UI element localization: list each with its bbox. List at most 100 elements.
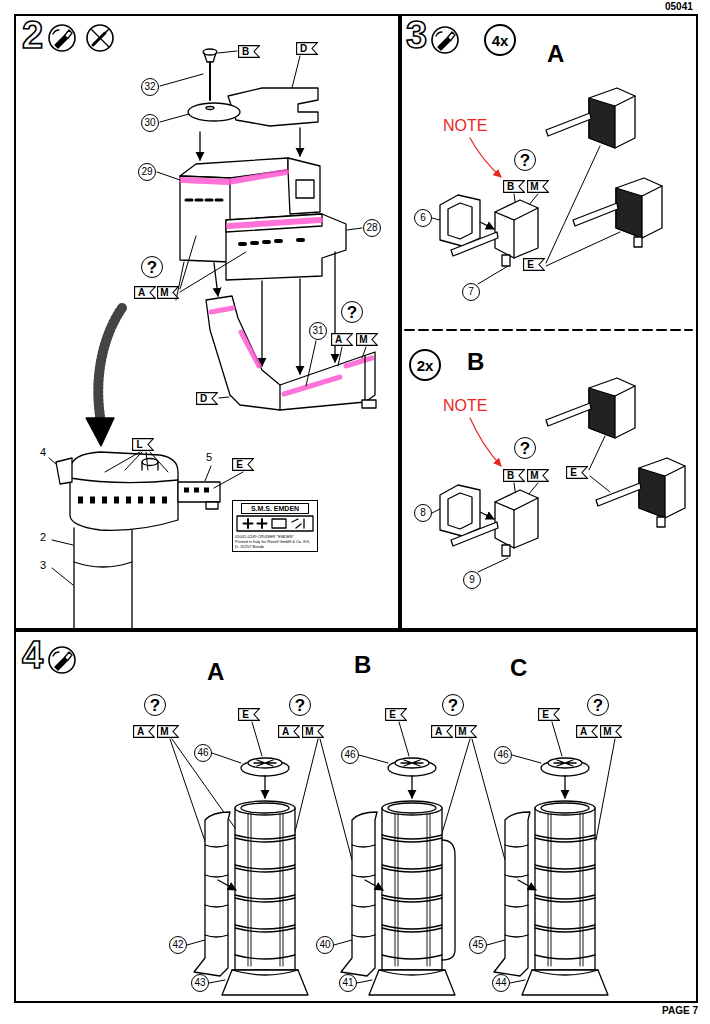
funnel-step — [541, 758, 589, 776]
paint-flag: A — [331, 333, 353, 346]
question-mark: ? — [150, 697, 160, 714]
note-arrow — [470, 418, 501, 466]
part-32-pin — [203, 49, 217, 100]
quantity-badge: 4x — [484, 24, 516, 56]
quantity-badge: 2x — [409, 349, 441, 381]
paint-code: M — [157, 725, 172, 738]
part-number: 45 — [472, 940, 483, 950]
decal-text: 05041-0249 CRUISER "EMDEN" — [235, 534, 315, 539]
bridge-assembly — [142, 459, 158, 466]
paint-flag: E — [523, 258, 545, 271]
decal-art — [244, 519, 267, 528]
paint-code: B — [238, 45, 253, 58]
bridge-parts — [240, 240, 303, 244]
part-31-deck — [346, 358, 372, 366]
paint-flag: M — [157, 286, 179, 299]
turret-step-a — [546, 88, 635, 148]
decal-art — [237, 516, 313, 531]
question-mark: ? — [295, 697, 305, 714]
leader-line — [218, 51, 237, 53]
flag-outline — [158, 287, 179, 299]
question-circle: ? — [341, 301, 363, 323]
callout-circle: 43 — [191, 974, 209, 992]
paint-flag: E — [232, 458, 254, 471]
leader-line — [292, 56, 300, 88]
paint-flag: D — [296, 42, 318, 55]
part-31-deck — [206, 296, 376, 410]
glue-icon — [432, 27, 458, 53]
glue-icon — [49, 25, 75, 51]
funnel-step — [494, 801, 608, 995]
part-number: 40 — [319, 940, 330, 950]
decal-text: Printed in Italy for Revell GmbH & Co. K… — [235, 539, 315, 549]
paint-icon — [91, 29, 109, 47]
flag-outline — [158, 726, 179, 738]
callout-circle: 28 — [363, 219, 381, 237]
flag-shape — [523, 258, 545, 271]
turret-step-b — [657, 517, 665, 527]
bridge-assembly — [56, 458, 72, 484]
leader-line — [252, 722, 562, 756]
paint-flag: A — [576, 725, 598, 738]
glue-icon — [49, 647, 75, 673]
decal-art — [272, 519, 286, 528]
bridge-assembly — [70, 478, 178, 483]
question-mark: ? — [347, 304, 357, 321]
note-arrow — [470, 138, 501, 466]
paint-code: M — [527, 469, 542, 482]
turret-step-b — [440, 378, 685, 556]
alignment-arrow — [261, 281, 262, 366]
callout-circle: 7 — [462, 283, 480, 301]
alignment-arrow — [299, 279, 300, 374]
bridge-assembly — [178, 482, 220, 502]
flag-outline — [504, 470, 525, 482]
part-number: 44 — [495, 978, 506, 988]
variant-letter: A — [207, 660, 224, 684]
leader-line — [160, 74, 203, 86]
paint-flag: A — [278, 725, 300, 738]
leader-line — [596, 739, 615, 840]
paint-code: A — [576, 725, 591, 738]
leader-line — [347, 228, 362, 230]
turret-step-b — [440, 485, 480, 536]
glue-icon — [49, 25, 458, 673]
paint-code: M — [302, 725, 317, 738]
part-31-deck — [211, 308, 233, 312]
paint-code: M — [356, 333, 371, 346]
leader-line — [306, 341, 316, 386]
leader-line — [478, 266, 508, 284]
part-number: 46 — [197, 748, 208, 758]
decal-art — [237, 516, 313, 531]
variant-letter: A — [547, 42, 564, 66]
alignment-arrow — [299, 128, 300, 156]
turret-step-a — [634, 237, 642, 247]
paint-code: M — [157, 286, 172, 299]
flag-shape — [538, 708, 560, 721]
paint-flag: M — [302, 725, 324, 738]
leader-line — [338, 347, 366, 366]
paint-code: E — [232, 458, 247, 471]
callout-circle: 46 — [494, 746, 512, 764]
flag-outline — [567, 467, 588, 479]
part-number: 31 — [312, 326, 323, 336]
part-number: 43 — [194, 978, 205, 988]
funnel-step — [241, 758, 289, 776]
paint-icon — [87, 25, 113, 51]
step-number: 4 — [22, 636, 43, 674]
flag-outline — [133, 439, 154, 451]
turret-step-a — [480, 222, 494, 229]
alignment-arrow — [214, 263, 218, 296]
part-number: 29 — [141, 167, 152, 177]
variant-letter: B — [354, 653, 371, 677]
callout-circle: 45 — [469, 936, 487, 954]
bridge-parts — [180, 158, 346, 280]
part-31-deck — [241, 332, 259, 366]
bridge-parts — [226, 214, 322, 232]
paint-code: E — [523, 258, 538, 271]
flag-shape — [132, 438, 154, 451]
flag-outline — [577, 726, 598, 738]
part-30-plate — [228, 88, 318, 126]
callout-circle: 46 — [341, 746, 359, 764]
